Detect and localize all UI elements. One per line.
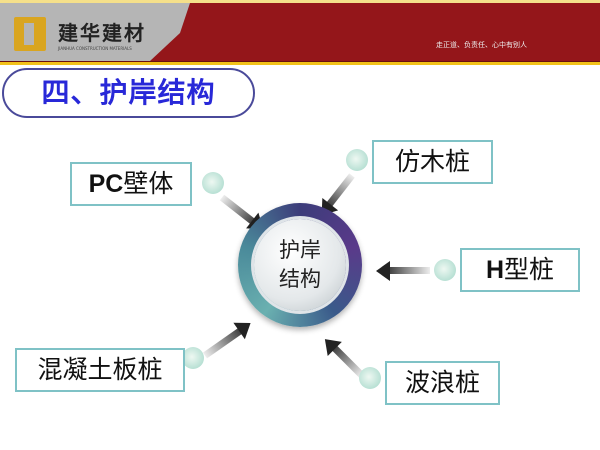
arrow-icon (386, 267, 430, 274)
item-h-pile: H型桩 (460, 248, 580, 292)
brand-subtitle: JIANHUA CONSTRUCTION MATERIALS (58, 46, 132, 51)
page-title: 四、护岸结构 (2, 68, 255, 118)
header-banner: 建华建材 JIANHUA CONSTRUCTION MATERIALS 走正道、… (0, 3, 600, 61)
arrow-icon (324, 173, 355, 210)
header-border (0, 61, 600, 65)
item-pc-wall: PC壁体 (70, 162, 192, 206)
item-label: 仿木桩 (394, 147, 470, 176)
item-concrete-sheet-pile: 混凝土板桩 (15, 348, 185, 392)
top-border (0, 0, 600, 3)
item-label: 波浪桩 (404, 368, 480, 397)
hub-line-1: 护岸 (279, 238, 321, 262)
item-prefix: PC (88, 170, 124, 198)
logo-icon (14, 17, 46, 51)
bullet-dot (434, 259, 456, 281)
arrow-icon (219, 194, 258, 227)
item-label: 壁体 (123, 169, 174, 198)
hub-circle: 护岸 结构 (238, 203, 362, 327)
logo-area: 建华建材 JIANHUA CONSTRUCTION MATERIALS (0, 3, 190, 61)
item-wave-pile: 波浪桩 (385, 361, 500, 405)
item-label: 混凝土板桩 (37, 355, 163, 384)
bullet-dot (202, 172, 224, 194)
bullet-dot (346, 149, 368, 171)
bullet-dot (359, 367, 381, 389)
item-imitation-wood-pile: 仿木桩 (372, 140, 493, 184)
item-prefix: H (485, 256, 505, 284)
hub-line-2: 结构 (279, 267, 321, 291)
bullet-dot (182, 347, 204, 369)
slogan: 走正道、负责任、心中有别人 (436, 41, 527, 49)
brand-name: 建华建材 (58, 21, 146, 45)
arrow-icon (202, 326, 245, 359)
item-label: 型桩 (504, 255, 555, 284)
